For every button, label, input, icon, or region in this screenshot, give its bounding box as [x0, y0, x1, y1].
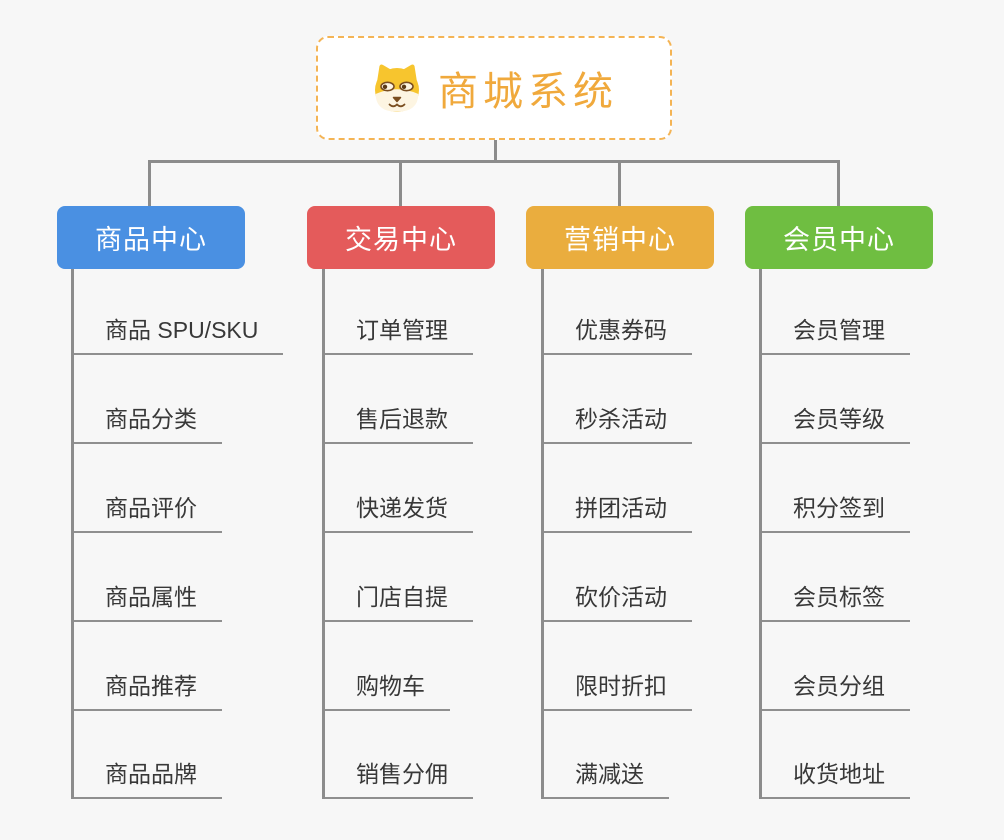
child-topic[interactable]: 拼团活动 — [544, 444, 692, 533]
branch-children-member-center: 会员管理 会员等级 积分签到 会员标签 会员分组 收货地址 — [759, 269, 910, 799]
connector-drop-marketing — [618, 160, 621, 207]
dog-face-icon — [375, 64, 419, 112]
child-topic[interactable]: 商品分类 — [74, 355, 222, 444]
branch-topic-member-center[interactable]: 会员中心 — [745, 206, 933, 269]
child-topic[interactable]: 会员标签 — [762, 533, 910, 622]
child-topic[interactable]: 优惠券码 — [544, 269, 692, 355]
root-topic-label: 商城系统 — [438, 70, 618, 114]
connector-bus — [148, 160, 840, 163]
child-topic[interactable]: 商品品牌 — [74, 711, 222, 799]
child-topic[interactable]: 快递发货 — [325, 444, 473, 533]
branch-topic-trade-center[interactable]: 交易中心 — [307, 206, 495, 269]
child-topic[interactable]: 满减送 — [544, 711, 669, 799]
child-topic[interactable]: 收货地址 — [762, 711, 910, 799]
connector-root-stem — [494, 140, 497, 161]
child-topic[interactable]: 会员管理 — [762, 269, 910, 355]
branch-children-goods-center: 商品 SPU/SKU 商品分类 商品评价 商品属性 商品推荐 商品品牌 — [71, 269, 284, 799]
child-topic[interactable]: 购物车 — [325, 622, 450, 711]
branch-topic-marketing-center[interactable]: 营销中心 — [526, 206, 714, 269]
root-topic[interactable]: 商城系统 — [316, 36, 672, 140]
child-topic[interactable]: 秒杀活动 — [544, 355, 692, 444]
child-topic[interactable]: 订单管理 — [325, 269, 473, 355]
connector-drop-goods — [148, 160, 151, 207]
branch-children-marketing-center: 优惠券码 秒杀活动 拼团活动 砍价活动 限时折扣 满减送 — [541, 269, 692, 799]
child-topic[interactable]: 商品属性 — [74, 533, 222, 622]
branch-children-trade-center: 订单管理 售后退款 快递发货 门店自提 购物车 销售分佣 — [322, 269, 473, 799]
child-topic[interactable]: 商品评价 — [74, 444, 222, 533]
child-topic[interactable]: 门店自提 — [325, 533, 473, 622]
child-topic[interactable]: 砍价活动 — [544, 533, 692, 622]
connector-drop-trade — [399, 160, 402, 207]
child-topic[interactable]: 商品推荐 — [74, 622, 222, 711]
child-topic[interactable]: 积分签到 — [762, 444, 910, 533]
child-topic[interactable]: 限时折扣 — [544, 622, 692, 711]
child-topic[interactable]: 售后退款 — [325, 355, 473, 444]
child-topic[interactable]: 会员等级 — [762, 355, 910, 444]
child-topic[interactable]: 销售分佣 — [325, 711, 473, 799]
child-topic[interactable]: 会员分组 — [762, 622, 910, 711]
connector-drop-member — [837, 160, 840, 207]
child-topic[interactable]: 商品 SPU/SKU — [74, 269, 284, 355]
branch-topic-goods-center[interactable]: 商品中心 — [57, 206, 245, 269]
